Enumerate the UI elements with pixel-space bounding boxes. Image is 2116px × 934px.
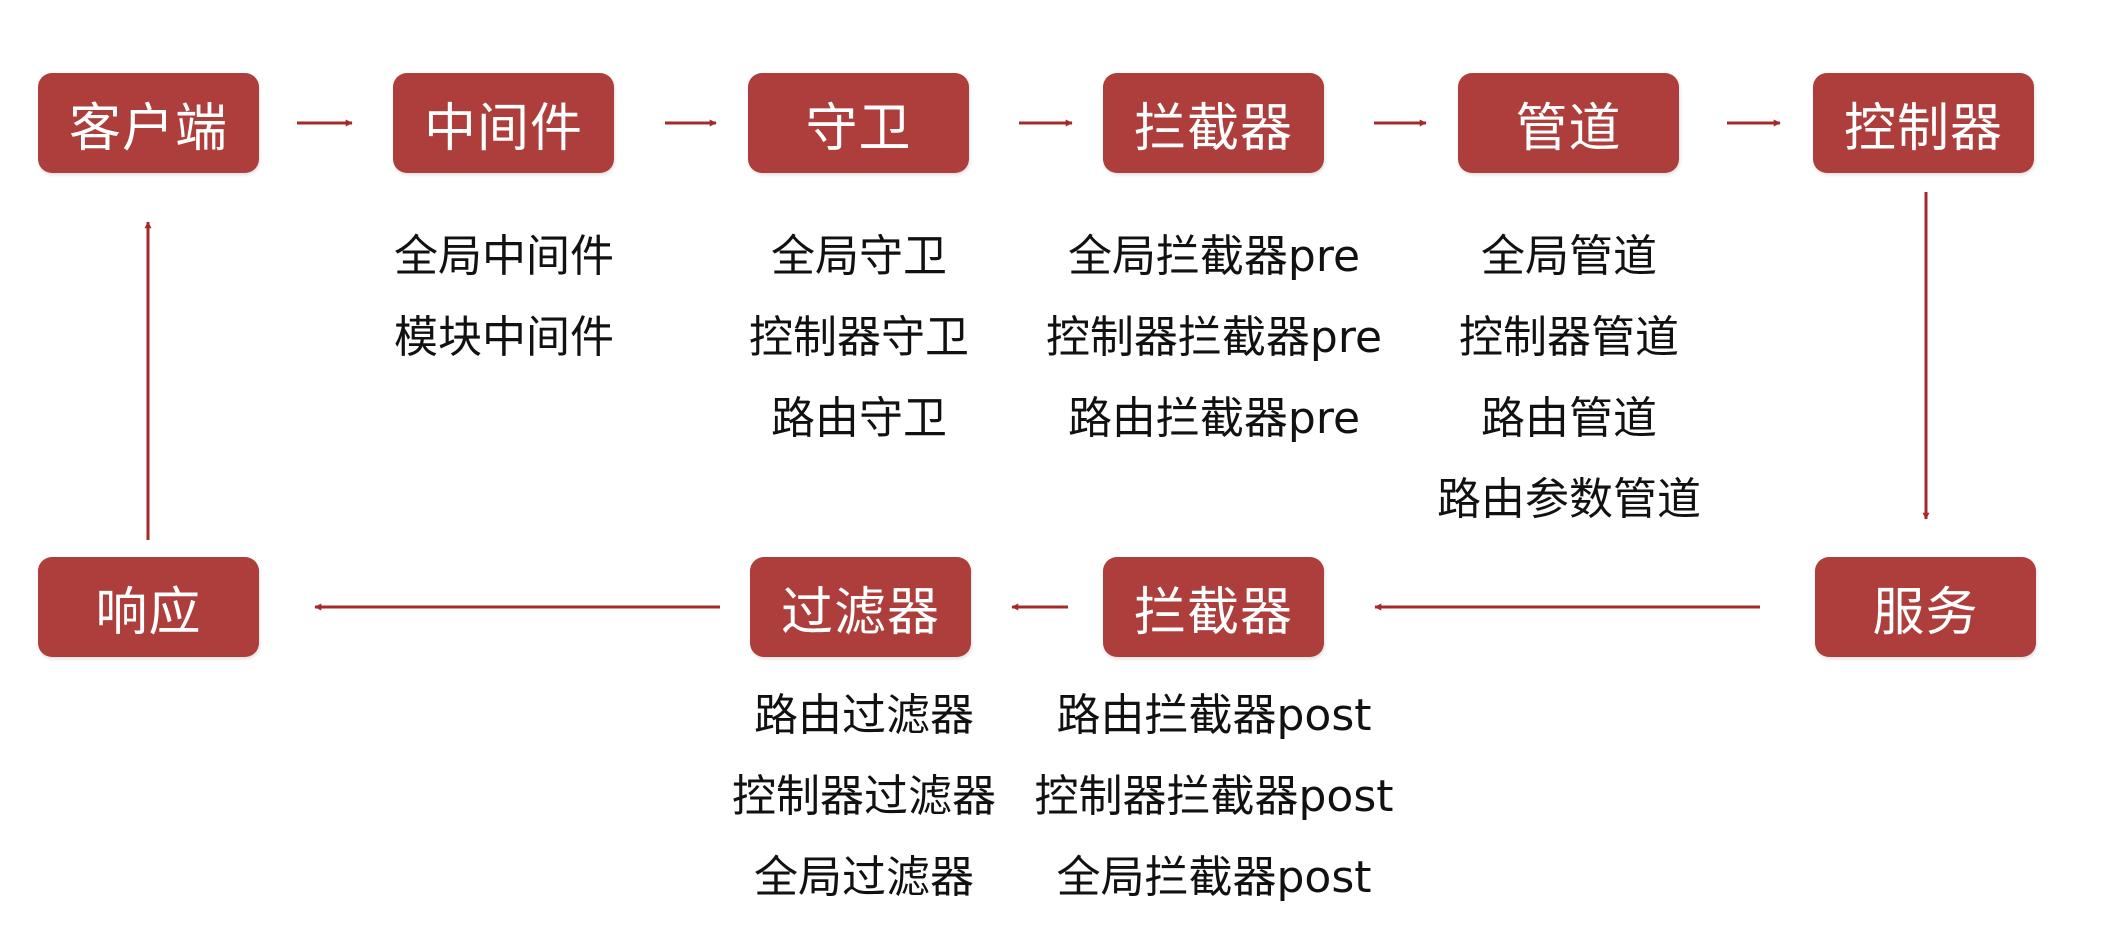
sub-item: 全局守卫 (771, 231, 947, 282)
middleware-box: 中间件 (393, 73, 614, 173)
sub-item: 路由拦截器post (1056, 690, 1372, 741)
middleware-label: 中间件 (423, 98, 583, 159)
interceptor-post-label: 拦截器 (1133, 582, 1293, 643)
sub-item: 模块中间件 (394, 312, 614, 363)
sub-item: 全局拦截器post (1056, 852, 1372, 903)
filter-sublist: 路由过滤器 控制器过滤器 全局过滤器 (684, 675, 1044, 918)
sub-item: 全局拦截器pre (1067, 231, 1361, 282)
service-label: 服务 (1872, 582, 1979, 643)
sub-item: 控制器管道 (1459, 312, 1679, 363)
sub-item: 全局过滤器 (754, 852, 974, 903)
sub-item: 全局中间件 (394, 231, 614, 282)
client-label: 客户端 (68, 98, 228, 159)
guard-box: 守卫 (748, 73, 969, 173)
sub-item: 全局管道 (1481, 231, 1657, 282)
interceptor-post-box: 拦截器 (1103, 557, 1324, 657)
pipe-sublist: 全局管道 控制器管道 路由管道 路由参数管道 (1389, 216, 1749, 540)
sub-item: 路由拦截器pre (1067, 393, 1361, 444)
interceptor-pre-label: 拦截器 (1133, 98, 1293, 159)
filter-box: 过滤器 (750, 557, 971, 657)
interceptor-pre-box: 拦截器 (1103, 73, 1324, 173)
guard-label: 守卫 (805, 98, 912, 159)
sub-item: 控制器守卫 (749, 312, 969, 363)
sub-item: 控制器拦截器pre (1045, 312, 1383, 363)
sub-item: 路由管道 (1481, 393, 1657, 444)
controller-label: 控制器 (1843, 98, 2003, 159)
response-box: 响应 (38, 557, 259, 657)
service-box: 服务 (1815, 557, 2036, 657)
filter-label: 过滤器 (780, 582, 940, 643)
sub-item: 控制器拦截器post (1034, 771, 1394, 822)
sub-item: 控制器过滤器 (732, 771, 996, 822)
sub-item: 路由参数管道 (1437, 474, 1701, 525)
pipe-box: 管道 (1458, 73, 1679, 173)
interceptor-post-sublist: 路由拦截器post 控制器拦截器post 全局拦截器post (1034, 675, 1394, 918)
client-box: 客户端 (38, 73, 259, 173)
sub-item: 路由过滤器 (754, 690, 974, 741)
sub-item: 路由守卫 (771, 393, 947, 444)
pipe-label: 管道 (1515, 98, 1622, 159)
response-label: 响应 (95, 582, 202, 643)
middleware-sublist: 全局中间件 模块中间件 (324, 216, 684, 378)
guard-sublist: 全局守卫 控制器守卫 路由守卫 (679, 216, 1039, 459)
controller-box: 控制器 (1813, 73, 2034, 173)
interceptor-pre-sublist: 全局拦截器pre 控制器拦截器pre 路由拦截器pre (1034, 216, 1394, 459)
